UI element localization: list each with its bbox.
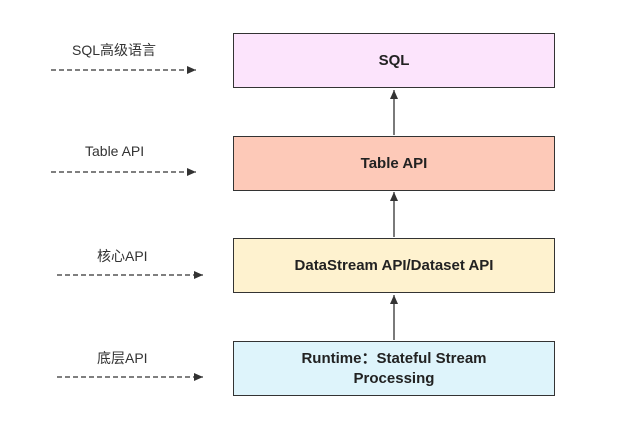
layer-box-runtime: Runtime：Stateful Stream Processing xyxy=(233,341,555,396)
layer-box-core-api: DataStream API/Dataset API xyxy=(233,238,555,293)
layer-label-sql: SQL xyxy=(378,51,410,69)
layer-label-runtime: Runtime：Stateful Stream Processing xyxy=(301,349,487,387)
side-label-core-api: 核心API xyxy=(97,248,148,264)
layer-label-table-api: Table API xyxy=(360,154,428,172)
side-label-table-api: Table API xyxy=(85,143,145,159)
layer-label-core-api: DataStream API/Dataset API xyxy=(294,256,494,274)
layer-box-table-api: Table API xyxy=(233,136,555,191)
side-label-runtime: 底层API xyxy=(97,350,148,366)
side-label-sql: SQL高级语言 xyxy=(72,42,157,58)
layer-box-sql: SQL xyxy=(233,33,555,88)
